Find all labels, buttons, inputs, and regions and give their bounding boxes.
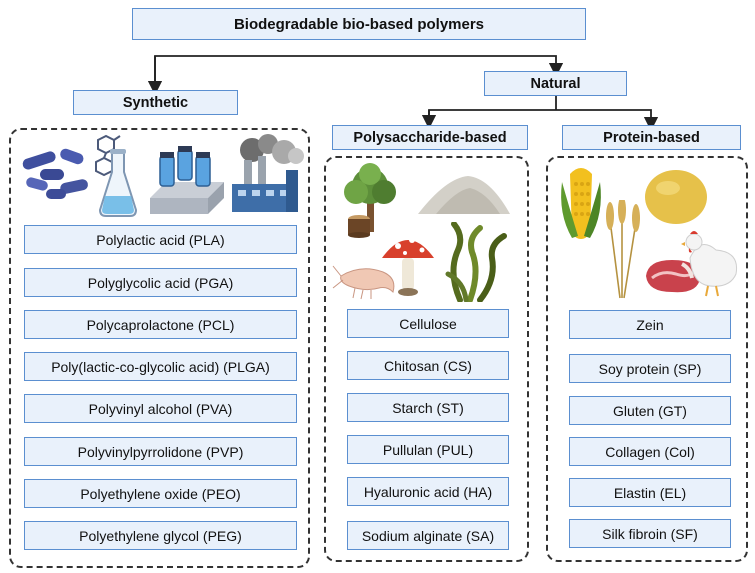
synthetic-panel	[9, 128, 310, 568]
flask-icon	[98, 149, 138, 217]
protein-item: Soy protein (SP)	[569, 354, 731, 383]
powder-pile-icon	[418, 176, 510, 214]
tree-icon	[344, 163, 396, 232]
soybean-icon	[645, 170, 707, 224]
polysaccharide-item: Starch (ST)	[347, 393, 509, 422]
synthetic-item: Polyglycolic acid (PGA)	[24, 268, 297, 297]
polysaccharide-item: Sodium alginate (SA)	[347, 521, 509, 550]
chicken-icon	[681, 231, 738, 297]
shrimp-icon	[332, 265, 395, 300]
polysaccharide-panel	[324, 156, 529, 562]
protein-node: Protein-based	[562, 125, 741, 150]
stump-icon	[348, 215, 370, 238]
synthetic-item: Polylactic acid (PLA)	[24, 225, 297, 254]
protein-item: Elastin (EL)	[569, 478, 731, 507]
wheat-icon	[606, 200, 640, 299]
polysaccharide-item: Cellulose	[347, 309, 509, 338]
synthetic-node: Synthetic	[73, 90, 238, 115]
polysaccharide-item: Chitosan (CS)	[347, 351, 509, 380]
synthetic-item: Polyethylene glycol (PEG)	[24, 521, 297, 550]
polysaccharide-item: Pullulan (PUL)	[347, 435, 509, 464]
bacteria-icon	[22, 148, 88, 199]
synthetic-item: Poly(lactic-co-glycolic acid) (PLGA)	[24, 352, 297, 381]
protein-item: Zein	[569, 310, 731, 339]
seaweed-icon	[445, 222, 507, 302]
factory-icon	[232, 134, 304, 212]
natural-connector	[428, 109, 659, 132]
mushroom-icon	[382, 237, 434, 296]
corn-icon	[561, 168, 601, 239]
protein-item: Silk fibroin (SF)	[569, 519, 731, 548]
root-node: Biodegradable bio-based polymers	[132, 8, 586, 40]
polysaccharide-item: Hyaluronic acid (HA)	[347, 477, 509, 506]
synthetic-item: Polycaprolactone (PCL)	[24, 310, 297, 339]
synthetic-item: Polyvinyl alcohol (PVA)	[24, 394, 297, 423]
protein-item: Gluten (GT)	[569, 396, 731, 425]
polysaccharide-node: Polysaccharide-based	[332, 125, 528, 150]
natural-node: Natural	[484, 71, 627, 96]
bioreactor-icon	[150, 146, 224, 214]
synthetic-item: Polyvinylpyrrolidone (PVP)	[24, 437, 297, 466]
meat-icon	[646, 260, 700, 293]
synthetic-item: Polyethylene oxide (PEO)	[24, 479, 297, 508]
protein-panel	[546, 156, 748, 562]
protein-item: Collagen (Col)	[569, 437, 731, 466]
